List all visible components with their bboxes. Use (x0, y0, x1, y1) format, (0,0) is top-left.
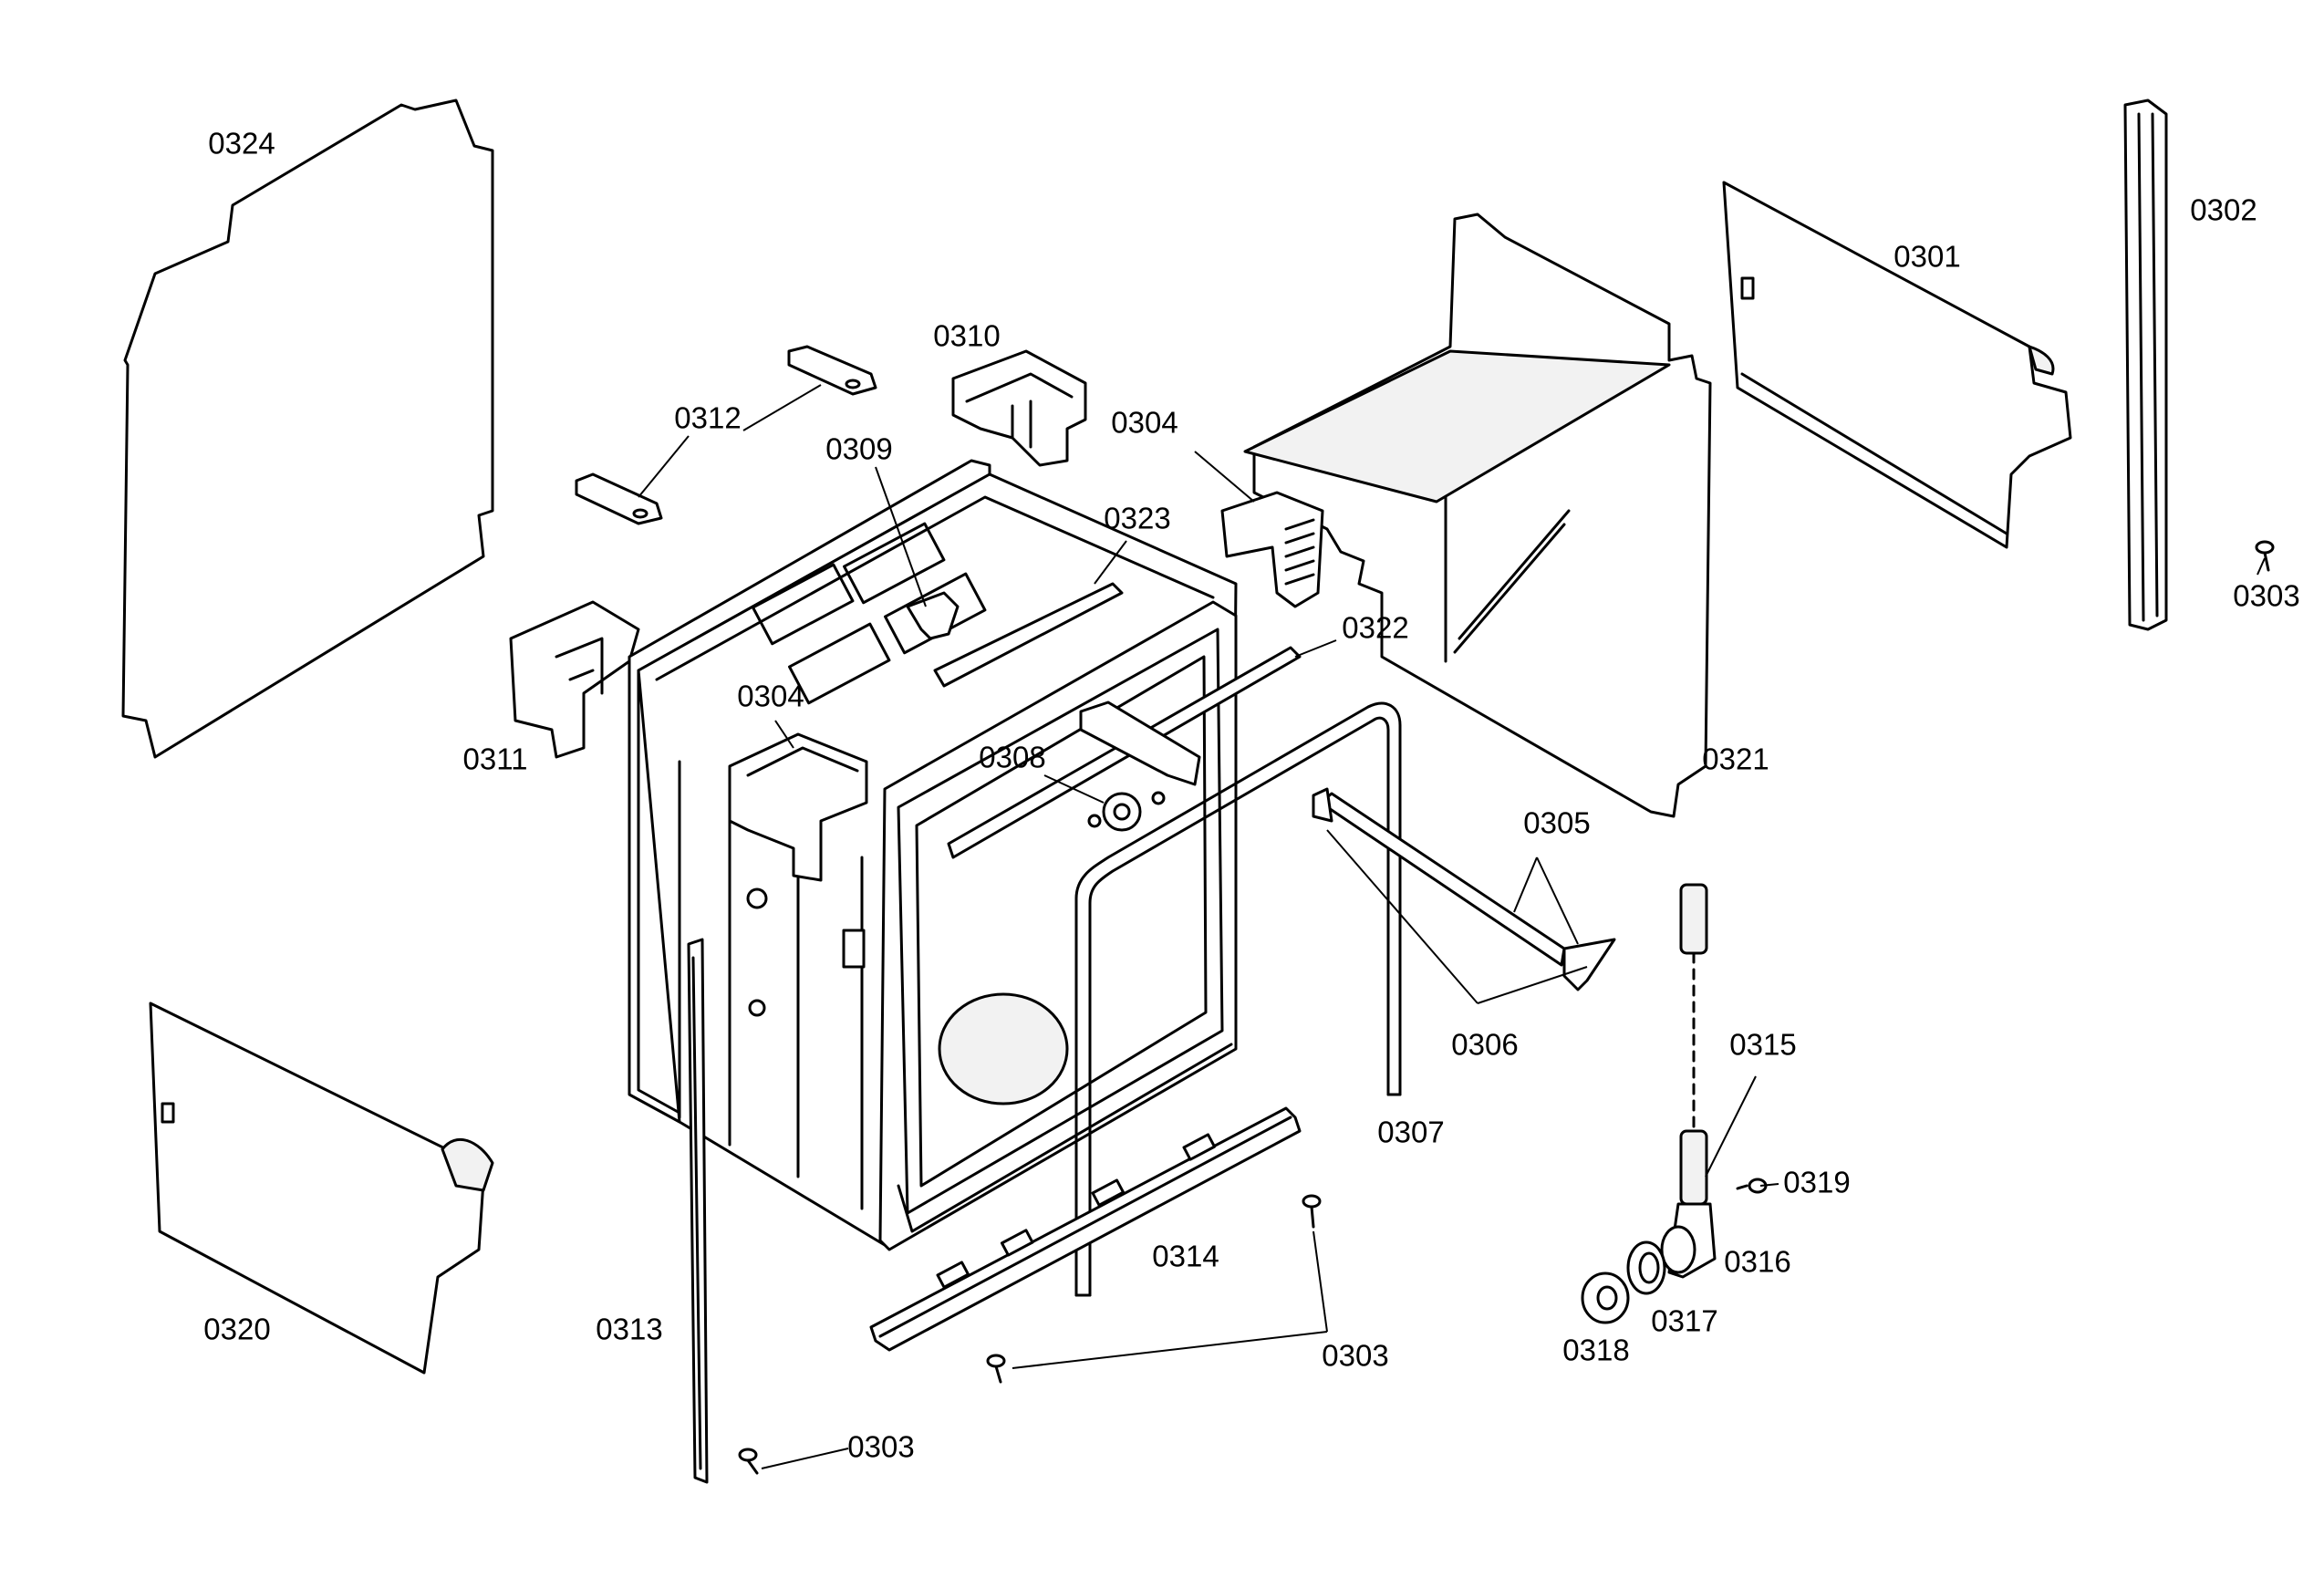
part-0321-housing (1220, 213, 1712, 818)
callout-0302: 0302 (2190, 192, 2257, 227)
callout-0310: 0310 (933, 318, 1001, 353)
callout-0319: 0319 (1783, 1165, 1851, 1199)
part-0324-side-panel (121, 99, 494, 759)
part-0314-base (869, 1106, 1302, 1352)
part-0308-hinge (1079, 701, 1201, 832)
callout-0322: 0322 (1342, 610, 1409, 645)
part-0312-clip-b (575, 472, 663, 525)
part-0312-clip-a (787, 345, 877, 396)
callout-0311: 0311 (462, 742, 528, 776)
callout-0318: 0318 (1562, 1333, 1630, 1367)
callout-0308: 0308 (979, 740, 1046, 774)
callout-0314: 0314 (1152, 1239, 1219, 1273)
part-0303-screw-mid (1302, 1194, 1322, 1229)
part-0302-trim (2123, 99, 2168, 631)
callout-0320: 0320 (203, 1312, 271, 1346)
leader-lines (638, 384, 2266, 1469)
callout-0324: 0324 (208, 126, 275, 161)
part-0311-bracket (509, 600, 640, 759)
callout-0323: 0323 (1104, 501, 1171, 535)
part-0303-screw-lower (986, 1354, 1006, 1384)
callout-0304-front: 0304 (737, 679, 804, 713)
callout-0309: 0309 (825, 431, 893, 466)
callout-0315: 0315 (1729, 1027, 1797, 1062)
part-tub (628, 459, 1238, 1251)
callout-0303-mid: 0303 (1322, 1338, 1389, 1373)
callout-0303-bottom: 0303 (847, 1429, 915, 1464)
part-0305-arm (1312, 787, 1616, 991)
callout-0321: 0321 (1702, 742, 1769, 776)
callout-0301: 0301 (1893, 239, 1961, 274)
part-0303-screw-right (2255, 540, 2275, 572)
callout-0313: 0313 (596, 1312, 663, 1346)
callout-0316: 0316 (1724, 1244, 1791, 1279)
part-0315-hose (1679, 883, 1708, 1206)
part-0318-nut (1581, 1271, 1630, 1324)
callout-0306: 0306 (1451, 1027, 1519, 1062)
part-0317-ring (1626, 1240, 1666, 1295)
part-0307-frame (1074, 701, 1402, 1297)
callout-0312: 0312 (674, 400, 742, 435)
callout-0317: 0317 (1651, 1303, 1718, 1338)
part-0301-panel (1722, 181, 2072, 549)
callout-0305: 0305 (1523, 805, 1591, 840)
callout-0304-rear: 0304 (1111, 405, 1178, 440)
part-0304-box-front (728, 732, 868, 882)
part-0313-strip (687, 938, 709, 1484)
part-0310-bracket (951, 349, 1087, 467)
part-0316-elbow (1660, 1202, 1717, 1279)
part-0323-strip (933, 582, 1124, 688)
callout-0307: 0307 (1377, 1115, 1445, 1149)
part-0320-front-panel (149, 1002, 494, 1375)
callout-0303-right: 0303 (2233, 578, 2300, 613)
part-0309-latch (906, 591, 960, 640)
part-0303-screw-bottom (738, 1448, 759, 1475)
